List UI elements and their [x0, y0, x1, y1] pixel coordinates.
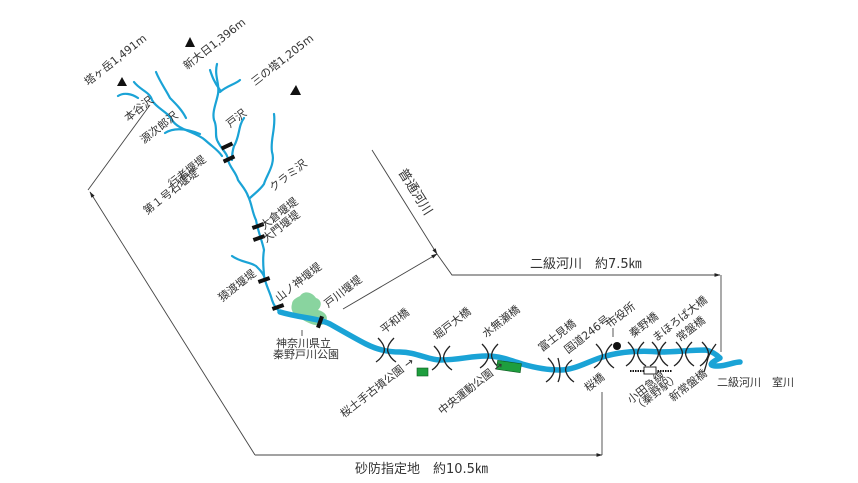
bridge-icon [545, 357, 575, 383]
bridge-icon [649, 341, 669, 367]
city-hall-icon [613, 342, 621, 350]
weir-icon [271, 303, 285, 311]
class2-river-bracket [436, 253, 722, 352]
bridges [375, 337, 717, 383]
ordinary-river-arrow [371, 149, 438, 255]
weir-icon [220, 141, 234, 151]
sakura-dote-kofun-park-icon [416, 367, 429, 377]
bridge-icon [375, 337, 397, 363]
erosion-control-label: 砂防指定地 約10.5㎞ [355, 461, 488, 477]
ordinary-river-label: 普通河川 [395, 166, 435, 218]
bridge-icon [625, 341, 647, 367]
bridge-label-horido: 堀戸大橋 [430, 304, 473, 342]
central-sports-park-icon [496, 360, 522, 373]
peak-label-tonodake: 塔ヶ岳1,491m [82, 32, 149, 89]
weir-label-togawa: 戸川堰堤 [322, 273, 365, 310]
railway-icon [630, 366, 672, 375]
downstream-label: 二級河川 室川 [717, 375, 794, 389]
erosion-control-bracket [87, 104, 603, 457]
bridge-icon [699, 341, 717, 373]
erosion-top-leader [87, 104, 151, 191]
peak-label-sannoto: 三の塔1,205m [249, 32, 316, 89]
mountain-peak-icon [117, 77, 127, 86]
park-label-central-sports: 中央運動公園 → [435, 358, 506, 417]
bridge-icon [593, 343, 615, 369]
class2-river-label: 二級河川 約7.5㎞ [530, 257, 642, 272]
bridge-label-heiwa: 平和橋 [377, 305, 412, 336]
bridge-icon [431, 345, 453, 371]
weir-icon [257, 276, 271, 284]
bridge-icon [673, 341, 695, 367]
bridge-label-sakura: 桜橋 [581, 370, 607, 395]
weir-icon [252, 234, 266, 242]
mountain-peak-icon [185, 37, 195, 47]
weir-icon [251, 222, 265, 230]
weir-label-dai1goishi: 第１号石堰堤 [140, 166, 201, 218]
class2-top-arrow [436, 253, 721, 277]
mizunashi-river-main [277, 309, 743, 373]
weir-icon [316, 315, 324, 329]
erosion-left-arrow [89, 191, 256, 456]
park-label-line2: 秦野戸川公園 [273, 347, 339, 361]
togawa-weir-leader [342, 253, 438, 310]
weir-label-saruwatari: 猿渡堰堤 [215, 266, 258, 304]
ordinary-river-bracket [342, 149, 438, 310]
mountain-peak-icon [290, 85, 301, 95]
park-label-line1: 神奈川県立 [276, 336, 331, 350]
tributary-label-tozawa: 戸沢 [223, 106, 249, 131]
bridge-label-mizunase: 水無瀬橋 [479, 302, 522, 340]
park-label-sakura-dote: 桜土手古墳公園 → [337, 354, 416, 420]
weirs [220, 141, 324, 329]
weir-icon [222, 154, 236, 164]
